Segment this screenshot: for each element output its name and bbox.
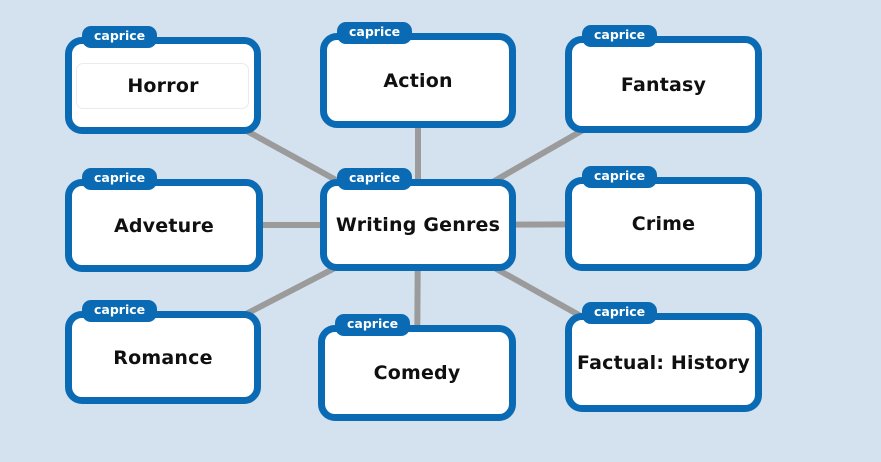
node-author-tab: caprice [582, 25, 658, 47]
node-author-tab: caprice [82, 300, 158, 322]
node-horror[interactable]: caprice Horror [65, 26, 261, 134]
node-factual-history[interactable]: caprice Factual: History [565, 302, 762, 412]
node-author-tab: caprice [337, 168, 413, 190]
text-field-highlight [76, 62, 249, 109]
node-action[interactable]: caprice Action [320, 22, 516, 128]
node-adveture[interactable]: caprice Adveture [65, 168, 263, 272]
node-label: Comedy [373, 362, 461, 384]
node-comedy[interactable]: caprice Comedy [318, 314, 516, 421]
node-label: Adveture [113, 214, 215, 237]
node-author-tab: caprice [582, 302, 658, 324]
node-label: Crime [631, 213, 696, 235]
node-label: Writing Genres [335, 214, 501, 236]
node-label: Fantasy [620, 73, 707, 96]
node-label: Romance [113, 346, 213, 369]
node-label: Factual: History [577, 351, 750, 374]
node-author-tab: caprice [582, 166, 658, 188]
node-crime[interactable]: caprice Crime [565, 166, 762, 271]
node-label: Horror [127, 74, 199, 97]
node-label: Action [383, 69, 453, 92]
node-writing-genres-center[interactable]: caprice Writing Genres [320, 168, 516, 271]
node-author-tab: caprice [337, 22, 413, 44]
node-author-tab: caprice [335, 314, 411, 336]
node-romance[interactable]: caprice Romance [65, 300, 261, 404]
node-author-tab: caprice [82, 168, 158, 190]
node-fantasy[interactable]: caprice Fantasy [565, 25, 762, 133]
node-author-tab: caprice [82, 26, 158, 48]
